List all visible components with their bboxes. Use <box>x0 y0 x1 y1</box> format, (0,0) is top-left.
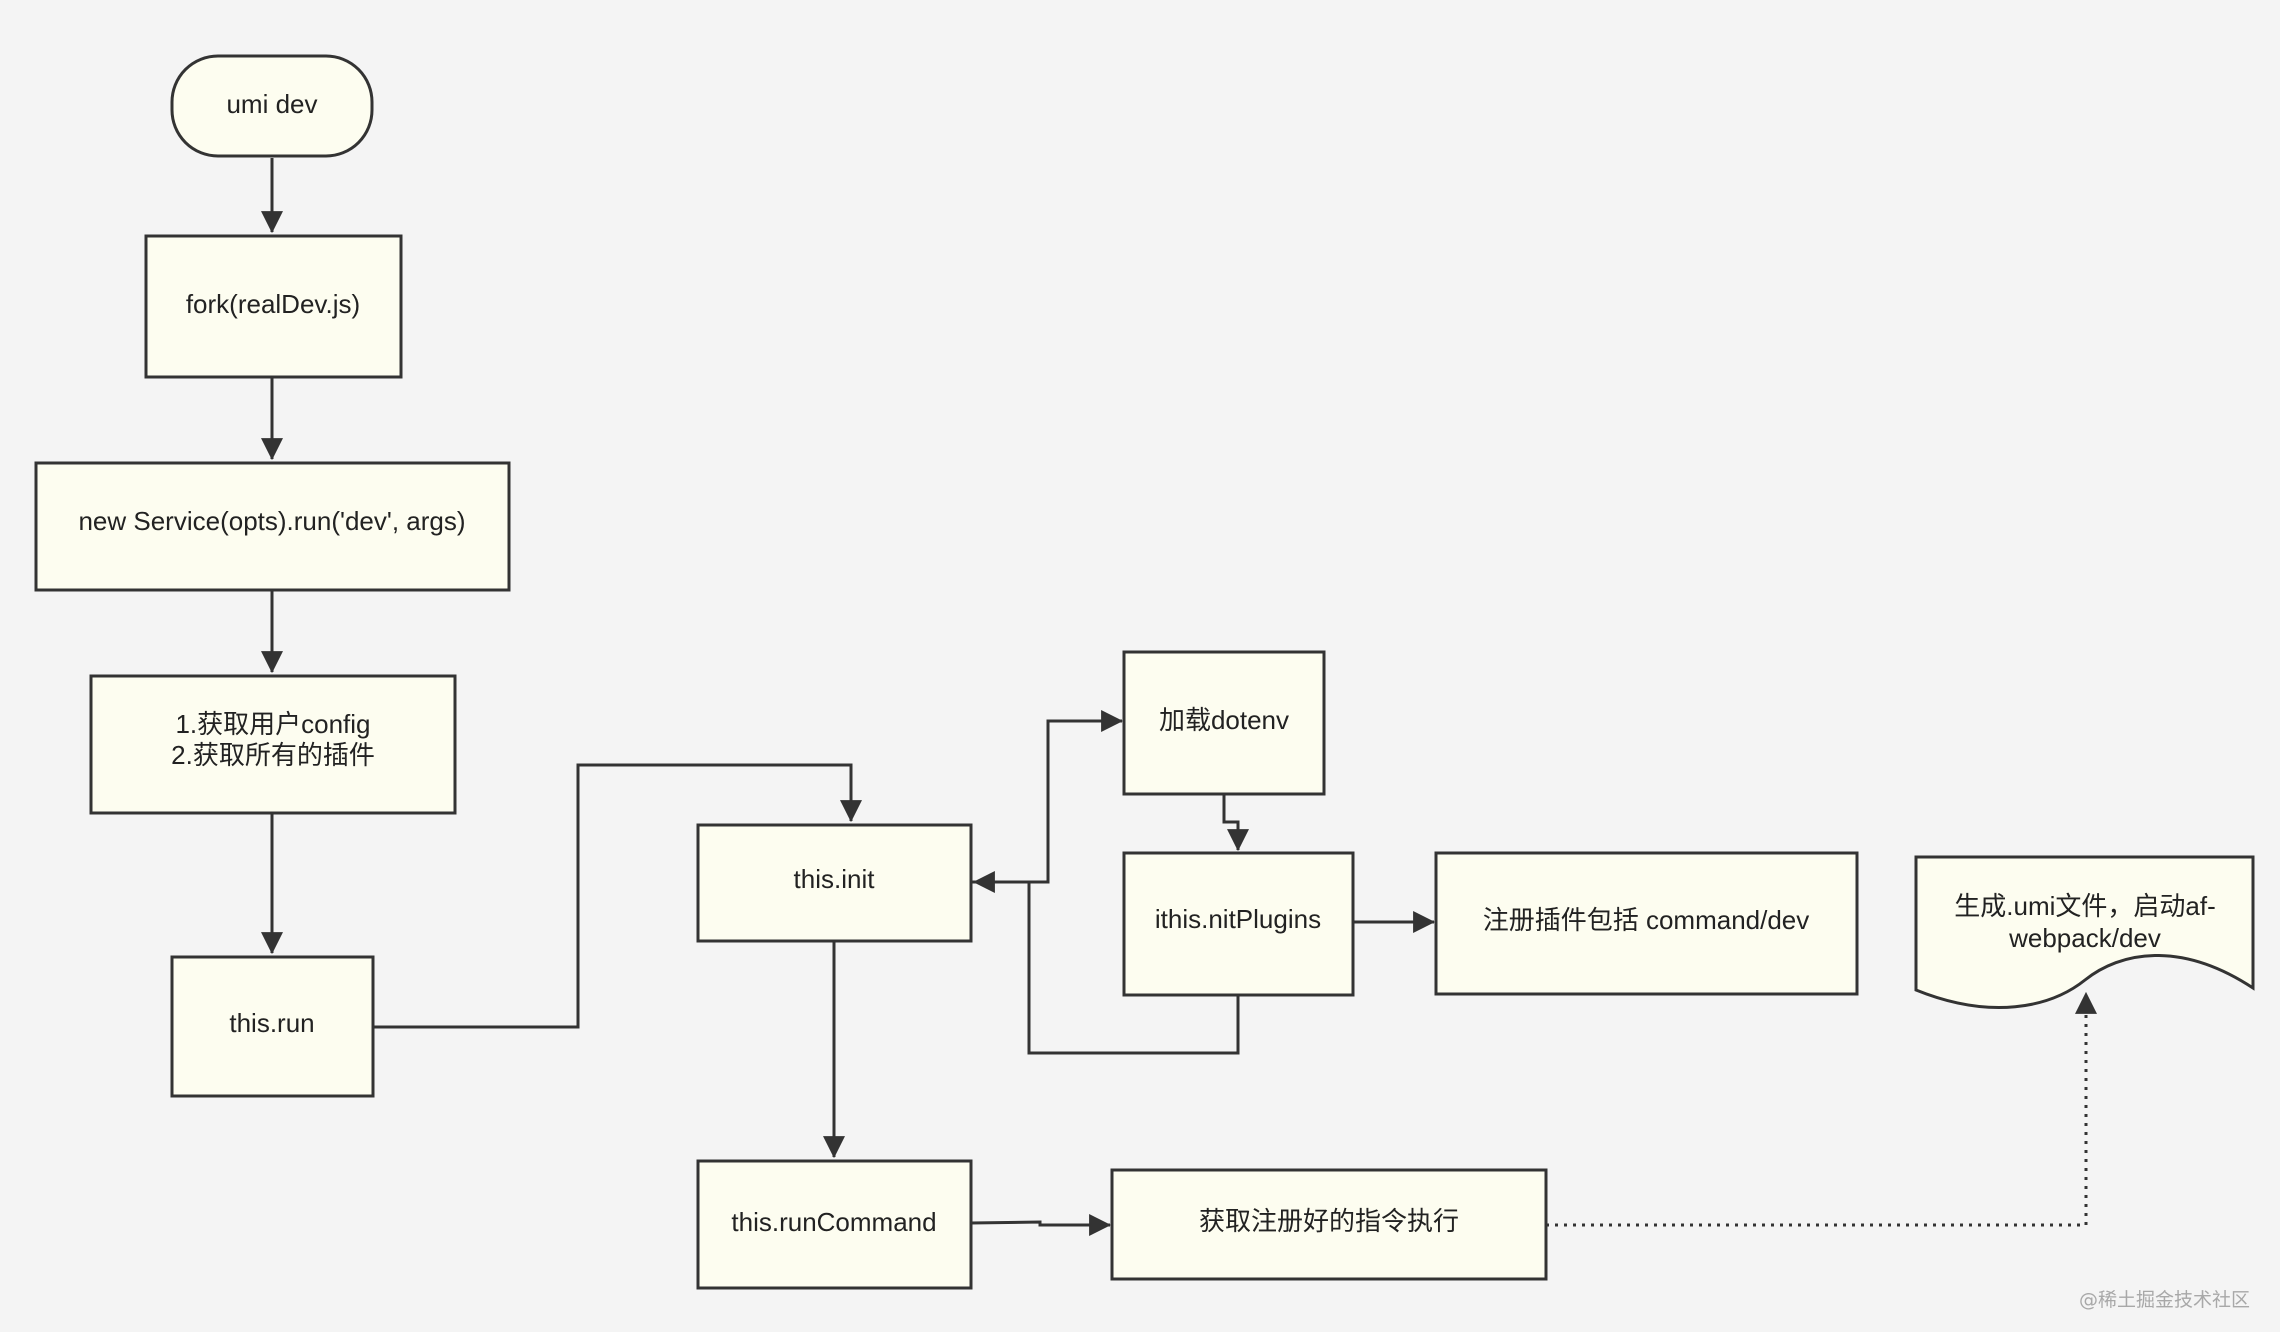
node-get-registered-shape <box>1110 1168 1548 1281</box>
label-get-config-line2: 2.获取所有的插件 <box>171 740 375 770</box>
label-run-command: this.runCommand <box>731 1207 936 1237</box>
node-run-command-shape <box>696 1159 973 1290</box>
watermark: @稀土掘金技术社区 <box>2078 1289 2250 1311</box>
edge-dotenv-plugins <box>1222 794 1249 852</box>
label-this-run: this.run <box>229 1008 314 1038</box>
label-generate-line1: 生成.umi文件，启动af- <box>1954 891 2215 921</box>
node-this-init-shape <box>696 823 973 943</box>
node-load-dotenv-shape <box>1122 650 1326 796</box>
node-register-plugins-shape <box>1434 851 1859 996</box>
node-fork-shape <box>144 234 403 379</box>
edge-run-init <box>373 763 862 1029</box>
label-register-plugins: 注册插件包括 command/dev <box>1483 905 1810 935</box>
label-generate-line2: webpack/dev <box>2008 923 2161 953</box>
edge-plugins-init <box>972 871 1240 1055</box>
node-umi-dev-shape <box>170 54 374 158</box>
label-get-registered: 获取注册好的指令执行 <box>1199 1206 1459 1236</box>
edge-runcommand-execute <box>970 1214 1112 1236</box>
label-get-config-line1: 1.获取用户config <box>175 709 370 739</box>
node-init-plugins-shape <box>1122 851 1355 997</box>
label-new-service: new Service(opts).run('dev', args) <box>78 506 465 536</box>
label-init-plugins: ithis.nitPlugins <box>1155 904 1321 934</box>
node-this-run-shape <box>170 955 375 1098</box>
node-get-config-shape <box>89 674 457 815</box>
label-umi-dev: umi dev <box>226 89 317 119</box>
label-fork: fork(realDev.js) <box>186 289 360 319</box>
edge-init-dotenv <box>971 710 1124 884</box>
node-generate-umi-shape <box>1914 855 2255 1009</box>
node-new-service-shape <box>34 461 511 592</box>
label-this-init: this.init <box>794 864 876 894</box>
edge-execute-generate <box>1546 991 2097 1227</box>
label-load-dotenv: 加载dotenv <box>1159 705 1289 735</box>
